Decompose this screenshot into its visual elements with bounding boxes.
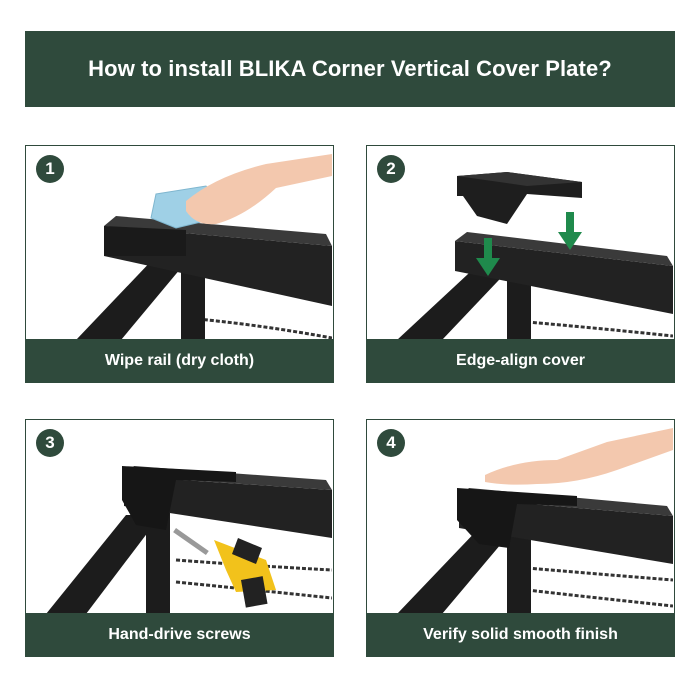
step-panel-2: 2 Edge-align cover <box>366 145 675 383</box>
drive-screws-illustration <box>46 466 332 614</box>
step-panel-1: 1 Wipe rail (dry cloth) <box>25 145 334 383</box>
step-number-badge: 1 <box>36 155 64 183</box>
step-number-badge: 4 <box>377 429 405 457</box>
hand-icon <box>485 428 673 485</box>
header-banner: How to install BLIKA Corner Vertical Cov… <box>25 31 675 107</box>
cover-plate-icon <box>457 172 582 224</box>
drill-icon <box>173 528 276 608</box>
step-caption: Hand-drive screws <box>26 613 333 656</box>
step-panel-4: 4 Verify solid smooth finish <box>366 419 675 657</box>
page-title: How to install BLIKA Corner Vertical Cov… <box>88 56 612 81</box>
step-caption: Wipe rail (dry cloth) <box>26 339 333 382</box>
wipe-rail-illustration <box>76 154 332 340</box>
verify-finish-illustration <box>397 428 673 614</box>
step-number-badge: 3 <box>36 429 64 457</box>
hand-icon <box>186 154 332 225</box>
arrow-down-icon <box>476 238 500 276</box>
align-cover-illustration <box>397 172 673 340</box>
step-caption: Verify solid smooth finish <box>367 613 674 656</box>
arrow-down-icon <box>558 212 582 250</box>
step-caption: Edge-align cover <box>367 339 674 382</box>
step-panel-3: 3 Hand-drive screws <box>25 419 334 657</box>
step-number-badge: 2 <box>377 155 405 183</box>
